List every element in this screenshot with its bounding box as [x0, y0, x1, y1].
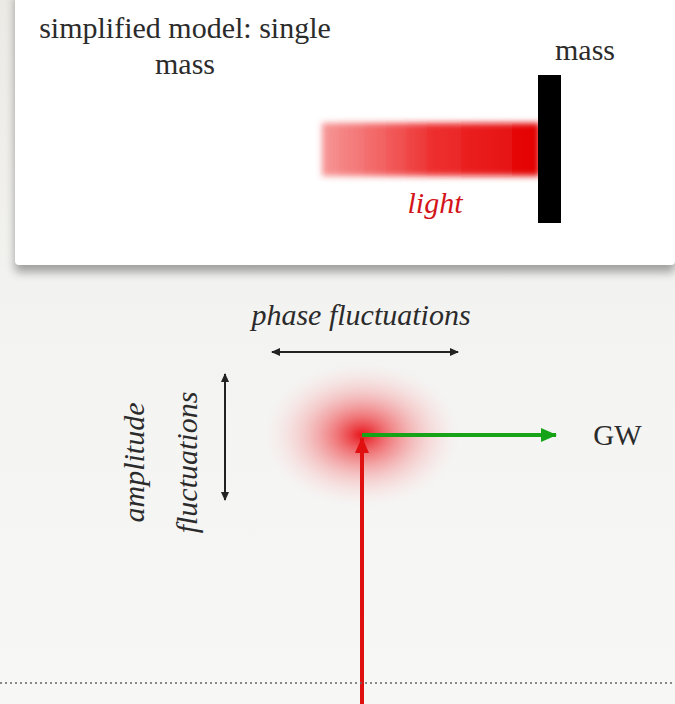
gw-label: GW [570, 418, 665, 453]
gw-arrow [362, 433, 556, 437]
amplitude-arrow [224, 374, 226, 500]
light-label: light [345, 185, 525, 221]
phase-label: phase fluctuations [161, 297, 561, 333]
axis-line [0, 682, 675, 683]
mass-bar [538, 75, 561, 223]
panel-title: simplified model: single mass [35, 10, 335, 82]
carrier-arrow [360, 438, 364, 704]
phase-arrow [272, 351, 458, 353]
mass-label: mass [505, 32, 665, 68]
light-beam [322, 123, 540, 176]
amplitude-label: amplitude fluctuations [108, 357, 213, 567]
